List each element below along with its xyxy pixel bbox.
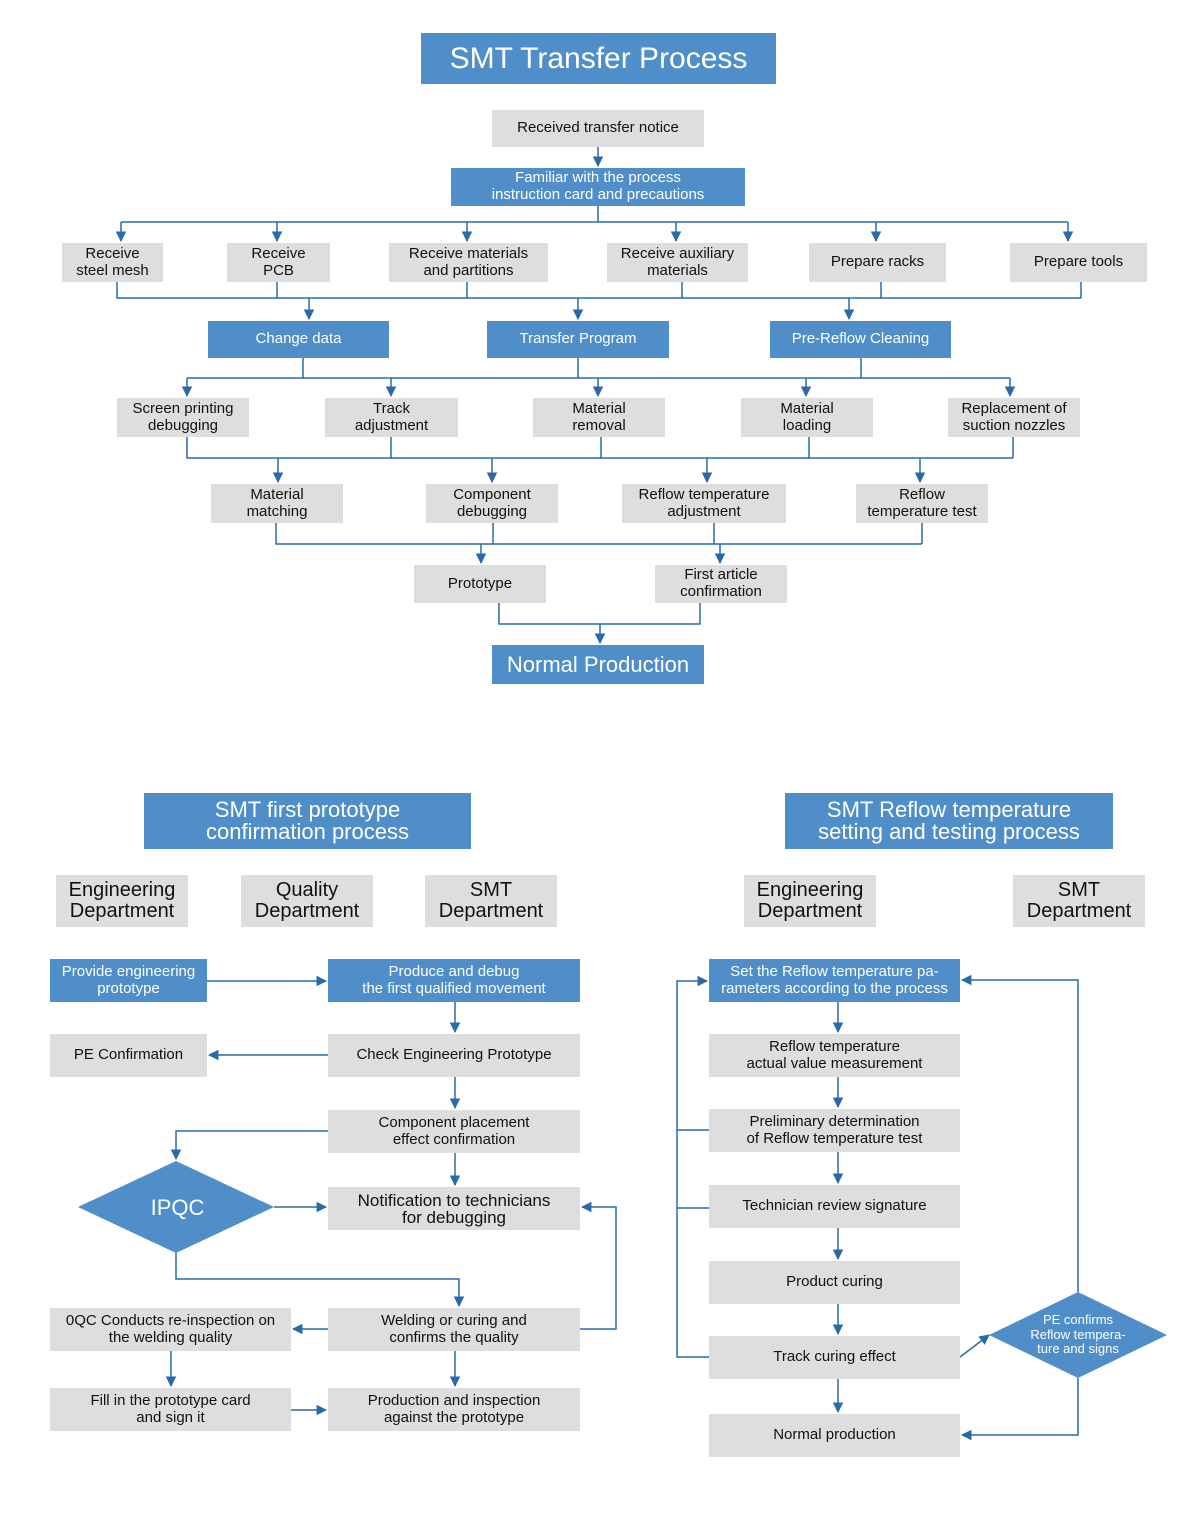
quality-department-header: Quality Department: [241, 875, 373, 927]
connector-line: [498, 603, 701, 625]
welding-curing-node: Welding or curing and confirms the quali…: [328, 1308, 580, 1351]
pe-confirmation-node: PE Confirmation: [50, 1034, 207, 1077]
prototype-node: Prototype: [414, 565, 546, 603]
check-prototype-node: Check Engineering Prototype: [328, 1034, 580, 1077]
connector-line: [170, 1130, 328, 1161]
actual-measurement-node: Reflow temperature actual value measurem…: [709, 1034, 960, 1077]
track-curing-node: Track curing effect: [709, 1336, 960, 1379]
reflow-smt-department-header: SMT Department: [1013, 875, 1145, 927]
receive-pcb-node: Receive PCB: [227, 243, 330, 282]
connector-line: [175, 1253, 465, 1308]
reflow-process-title: SMT Reflow temperature setting and testi…: [785, 793, 1113, 849]
reflow-engineering-department-header: Engineering Department: [744, 875, 876, 927]
transfer-title: SMT Transfer Process: [421, 33, 776, 84]
normal-production-title: Normal Production: [492, 645, 704, 684]
placement-effect-node: Component placement effect confirmation: [328, 1110, 580, 1153]
material-removal-node: Material removal: [533, 398, 665, 437]
connector-line: [186, 437, 1013, 459]
ipqc-decision-label: IPQC: [150, 1194, 205, 1220]
connector-line: [275, 523, 922, 545]
received-transfer-notice-node: Received transfer notice: [492, 110, 704, 147]
pe-confirms-decision-label: PE confirms Reflow tempera- ture and sig…: [1030, 1312, 1126, 1357]
prototype-process-title: SMT first prototype confirmation process: [144, 793, 471, 849]
material-matching-node: Material matching: [211, 484, 343, 523]
first-article-node: First article confirmation: [655, 565, 787, 603]
connector-line: [676, 975, 709, 1358]
receive-materials-node: Receive materials and partitions: [389, 243, 548, 282]
receive-auxiliary-node: Receive auxiliary materials: [607, 243, 748, 282]
normal-production-node: Normal production: [709, 1414, 960, 1457]
replacement-nozzles-node: Replacement of suction nozzles: [948, 398, 1080, 437]
provide-prototype-node: Provide engineering prototype: [50, 959, 207, 1002]
track-adjustment-node: Track adjustment: [325, 398, 458, 437]
connector-line: [960, 974, 1079, 1292]
fill-card-node: Fill in the prototype card and sign it: [50, 1388, 291, 1431]
screen-printing-node: Screen printing debugging: [117, 398, 249, 437]
familiar-instruction-node: Familiar with the process instruction ca…: [451, 168, 745, 206]
receive-steel-mesh-node: Receive steel mesh: [62, 243, 163, 282]
smt-department-header: SMT Department: [425, 875, 557, 927]
preliminary-determination-node: Preliminary determination of Reflow temp…: [709, 1109, 960, 1152]
material-loading-node: Material loading: [741, 398, 873, 437]
connector-line: [960, 1378, 1079, 1441]
prepare-racks-node: Prepare racks: [809, 243, 946, 282]
connector-line: [580, 1201, 617, 1330]
prepare-tools-node: Prepare tools: [1010, 243, 1147, 282]
notification-node: Notification to technicians for debuggin…: [328, 1187, 580, 1230]
oqc-reinspection-node: 0QC Conducts re-inspection on the weldin…: [50, 1308, 291, 1351]
technician-review-node: Technician review signature: [709, 1185, 960, 1228]
connector-line: [116, 282, 1081, 299]
component-debugging-node: Component debugging: [426, 484, 558, 523]
reflow-test-node: Reflow temperature test: [856, 484, 988, 523]
connector-line: [959, 1334, 990, 1358]
pe-confirms-diamond: [989, 1292, 1167, 1378]
product-curing-node: Product curing: [709, 1261, 960, 1304]
ipqc-diamond: [78, 1161, 274, 1253]
production-inspection-node: Production and inspection against the pr…: [328, 1388, 580, 1431]
engineering-department-header: Engineering Department: [56, 875, 188, 927]
reflow-adjustment-node: Reflow temperature adjustment: [622, 484, 786, 523]
produce-debug-node: Produce and debug the first qualified mo…: [328, 959, 580, 1002]
transfer-program-node: Transfer Program: [487, 321, 669, 358]
pre-reflow-cleaning-node: Pre-Reflow Cleaning: [770, 321, 951, 358]
change-data-node: Change data: [208, 321, 389, 358]
set-params-node: Set the Reflow temperature pa- rameters …: [709, 959, 960, 1002]
